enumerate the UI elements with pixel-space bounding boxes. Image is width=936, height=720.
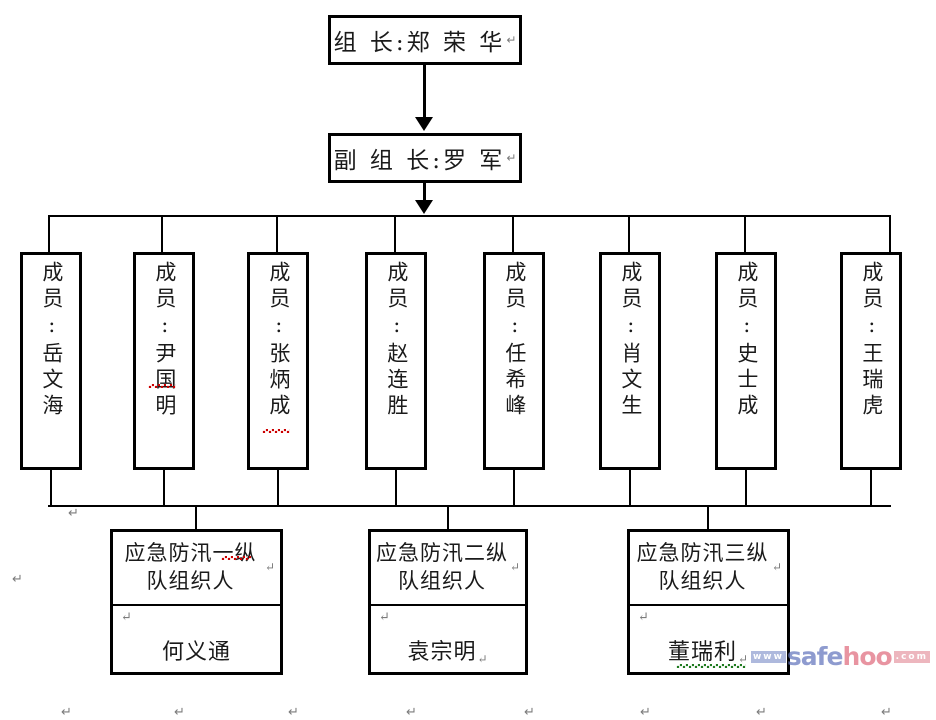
drop-line-member-4 (394, 215, 396, 252)
spellcheck-underline-member-2 (148, 384, 176, 388)
member-label-3: 成员:张炳成 (266, 261, 291, 420)
connector-vice-to-bar (423, 183, 426, 201)
member-pilcrow-7: ↵ (756, 705, 767, 720)
org-chart-canvas: 组 长:郑 荣 华↵ 副 组 长:罗 军↵ 成员:岳文海 ↵ 成员:尹国明 ↵ … (12, 15, 930, 720)
team-cell-pilcrow-3: ↵ (638, 610, 650, 625)
arrow-leader-to-vice (415, 117, 433, 131)
vice-leader-label: 副 组 长:罗 军 (333, 148, 506, 174)
member-box-3: 成员:张炳成 ↵ (247, 252, 309, 720)
riser-line-member-8 (870, 470, 872, 506)
drop-line-member-3 (276, 215, 278, 252)
vice-leader-pilcrow: ↵ (506, 151, 517, 165)
member-label-4: 成员:赵连胜 (384, 261, 409, 420)
riser-line-member-2 (163, 470, 165, 506)
team-name-cell-2: ↵ 袁宗明↵ (371, 606, 525, 672)
member-pilcrow-5: ↵ (524, 705, 535, 720)
drop-line-member-1 (48, 215, 50, 252)
member-box-4: 成员:赵连胜 ↵ (365, 252, 427, 720)
member-pilcrow-8: ↵ (881, 705, 892, 720)
team-cell-pilcrow-1: ↵ (121, 610, 133, 625)
member-pilcrow-1: ↵ (61, 705, 72, 720)
riser-line-member-4 (395, 470, 397, 506)
watermark-com: .com (893, 650, 930, 663)
leader-box: 组 长:郑 荣 华↵ (328, 15, 522, 65)
vice-leader-box: 副 组 长:罗 军↵ (328, 133, 522, 183)
riser-line-member-1 (50, 470, 52, 506)
team-title-pilcrow-3: ↵ (771, 560, 783, 575)
distribution-bar-bottom (48, 505, 891, 507)
watermark-safehoo: www safe hoo .com (750, 642, 930, 671)
team-name-2: 袁宗明 (407, 640, 477, 665)
member-label-6: 成员:肖文生 (618, 261, 643, 420)
riser-line-member-5 (513, 470, 515, 506)
team-title-3: 应急防汛三纵队组织人 (636, 541, 769, 593)
team-box-3: 应急防汛三纵队组织人↵ ↵ 董瑞利↵ (627, 529, 790, 675)
member-box-7: 成员:史士成 ↵ (715, 252, 777, 720)
team-title-pilcrow-1: ↵ (264, 560, 276, 575)
member-box-5: 成员:任希峰 ↵ (483, 252, 545, 720)
drop-line-member-8 (889, 215, 891, 252)
spellcheck-underline-member-3 (262, 429, 290, 433)
member-box-2: 成员:尹国明 ↵ (133, 252, 195, 720)
riser-line-member-3 (277, 470, 279, 506)
team-cell-pilcrow-2: ↵ (379, 610, 391, 625)
member-label-1: 成员:岳文海 (39, 261, 64, 420)
spellcheck-underline-team-1 (221, 556, 251, 560)
leader-pilcrow: ↵ (506, 33, 517, 47)
drop-line-member-6 (628, 215, 630, 252)
drop-line-team-3 (707, 505, 709, 529)
distribution-bar-top (48, 215, 891, 217)
team-title-2: 应急防汛二纵队组织人 (375, 541, 508, 593)
team-title-1: 应急防汛一纵队组织人 (124, 541, 257, 593)
member-pilcrow-6: ↵ (640, 705, 651, 720)
team-box-2: 应急防汛二纵队组织人↵ ↵ 袁宗明↵ (368, 529, 528, 675)
team-title-pilcrow-2: ↵ (509, 560, 521, 575)
member-label-2: 成员:尹国明 (152, 261, 177, 420)
riser-line-member-7 (745, 470, 747, 506)
member-pilcrow-2: ↵ (174, 705, 185, 720)
member-label-8: 成员:王瑞虎 (859, 261, 884, 420)
drop-line-member-7 (744, 215, 746, 252)
drop-line-team-2 (447, 505, 449, 529)
team-name-cell-3: ↵ 董瑞利↵ (630, 606, 787, 672)
team-title-cell-2: 应急防汛二纵队组织人↵ (371, 532, 525, 606)
team-name-pilcrow-3: ↵ (737, 652, 750, 666)
team-name-3: 董瑞利 (667, 640, 737, 665)
team-box-1: 应急防汛一纵队组织人 ↵ ↵ 何义通 (110, 529, 283, 675)
member-label-5: 成员:任希峰 (502, 261, 527, 420)
team-name-1: 何义通 (161, 640, 231, 665)
team-title-cell-3: 应急防汛三纵队组织人↵ (630, 532, 787, 606)
team-title-cell-1: 应急防汛一纵队组织人 ↵ (113, 532, 280, 606)
connector-leader-to-vice (423, 65, 426, 117)
stray-pilcrow-2: ↵ (12, 572, 23, 587)
member-box-6: 成员:肖文生 ↵ (599, 252, 661, 720)
drop-line-member-5 (512, 215, 514, 252)
leader-label: 组 长:郑 荣 华 (333, 30, 506, 56)
watermark-safe: safe (786, 642, 844, 671)
member-box-8: 成员:王瑞虎 ↵ (840, 252, 902, 720)
stray-pilcrow-1: ↵ (68, 506, 79, 521)
spellcheck-underline-team-3 (676, 664, 746, 668)
member-label-7: 成员:史士成 (734, 261, 759, 420)
member-box-1: 成员:岳文海 ↵ (20, 252, 82, 720)
member-pilcrow-4: ↵ (406, 705, 417, 720)
team-name-cell-1: ↵ 何义通 (113, 606, 280, 672)
watermark-hoo: hoo (842, 642, 893, 671)
riser-line-member-6 (629, 470, 631, 506)
arrow-vice-to-bar (415, 200, 433, 214)
drop-line-member-2 (161, 215, 163, 252)
team-name-pilcrow-2: ↵ (477, 652, 489, 666)
watermark-www: www (750, 650, 786, 663)
member-pilcrow-3: ↵ (288, 705, 299, 720)
drop-line-team-1 (195, 505, 197, 529)
